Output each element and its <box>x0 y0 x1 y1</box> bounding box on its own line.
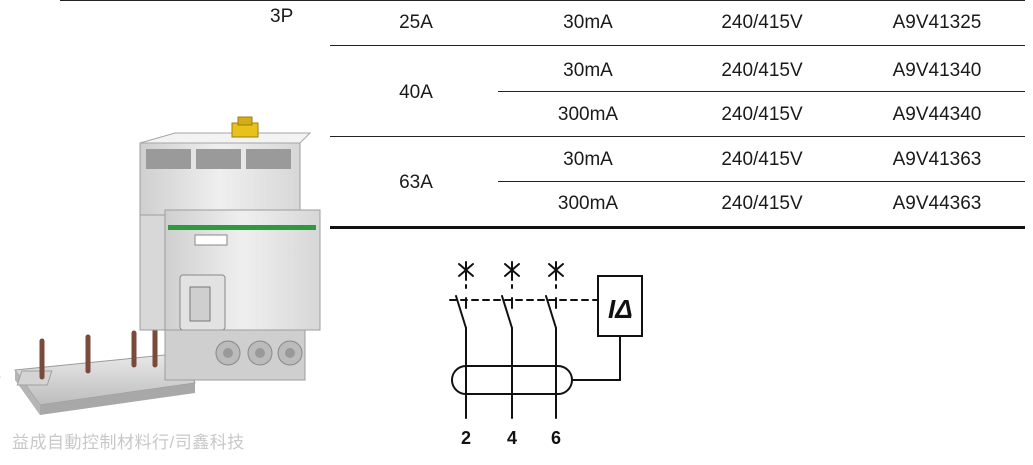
reference-cell: A9V41340 <box>892 60 982 81</box>
sub-row-divider <box>498 91 1025 92</box>
green-band-icon <box>168 225 316 230</box>
reference-cell: A9V41325 <box>892 12 982 33</box>
terminal-label-2: 2 <box>461 428 471 448</box>
row-divider <box>330 136 1025 137</box>
voltage-cell: 240/415V <box>721 193 803 214</box>
voltage-cell: 240/415V <box>721 104 803 125</box>
row-divider <box>330 45 1025 46</box>
terminal-label-4: 4 <box>507 428 517 448</box>
pole-contact-3 <box>545 261 564 419</box>
voltage-cell: 240/415V <box>721 12 803 33</box>
table-top-rule <box>60 0 1025 1</box>
current-rating-40a: 40A <box>399 82 433 103</box>
sensitivity-cell: 300mA <box>557 104 619 125</box>
voltage-cell: 240/415V <box>721 60 803 81</box>
current-rating-63a: 63A <box>399 172 433 193</box>
sensitivity-cell: 30mA <box>563 12 613 33</box>
reference-cell: A9V44363 <box>892 193 982 214</box>
sensitivity-cell: 30mA <box>563 60 613 81</box>
watermark-text: 益成自動控制材料行/司鑫科技 <box>12 433 245 452</box>
relay-wire <box>571 335 621 381</box>
table-bottom-rule <box>330 226 1025 229</box>
terminal-label-6: 6 <box>551 428 561 448</box>
device-housing <box>139 132 321 381</box>
current-rating-25a: 25A <box>399 12 433 33</box>
toroid-sensor-icon <box>451 365 573 395</box>
rcd-addon-product-image <box>0 116 321 415</box>
sensitivity-cell: 30mA <box>563 149 613 170</box>
pole-contact-2 <box>501 261 520 419</box>
sub-row-divider <box>498 181 1025 182</box>
residual-current-symbol: IΔ <box>608 294 633 324</box>
yellow-clip-icon <box>231 116 259 138</box>
reference-cell: A9V44340 <box>892 104 982 125</box>
pole-label: 3P <box>270 6 294 27</box>
wiring-schematic-diagram: IΔ 2 4 6 <box>449 261 643 448</box>
reference-cell: A9V41363 <box>892 149 982 170</box>
sensitivity-cell: 300mA <box>557 193 619 214</box>
voltage-cell: 240/415V <box>721 149 803 170</box>
pole-contact-1 <box>455 261 474 419</box>
